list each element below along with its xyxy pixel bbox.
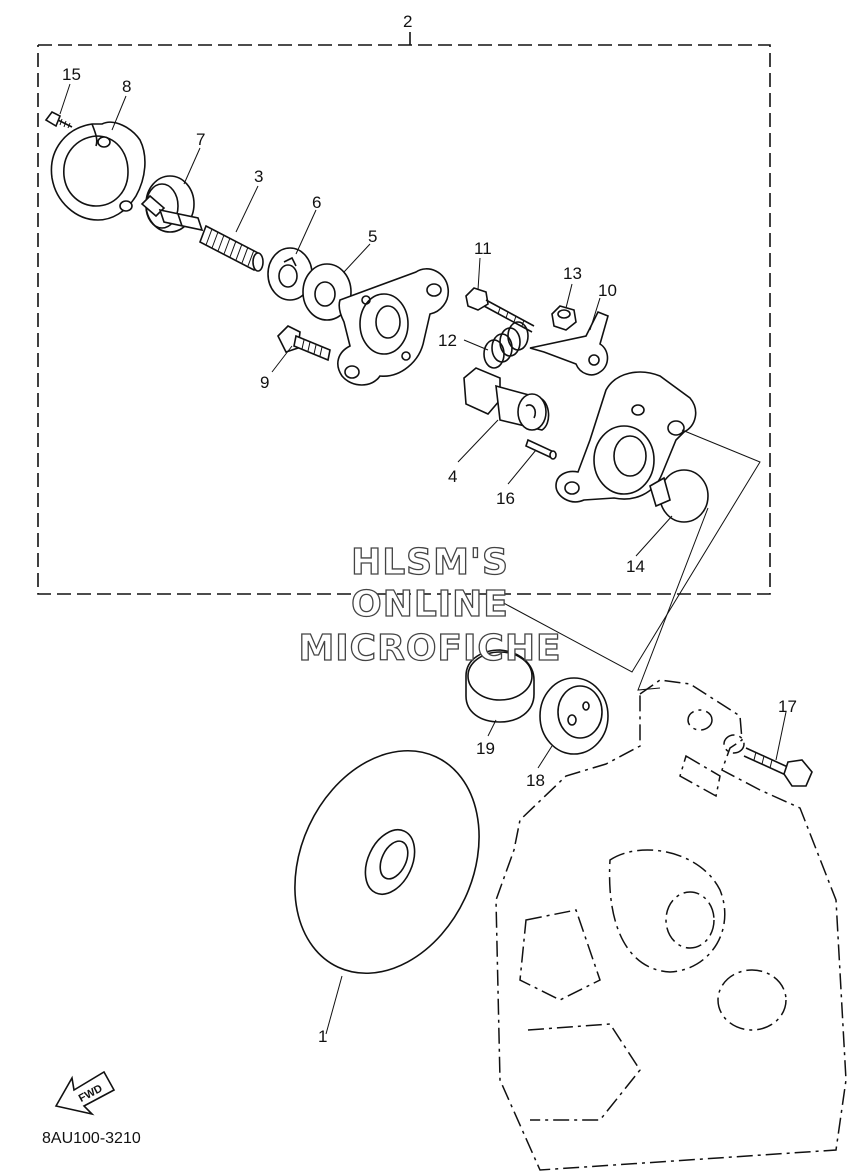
right-housing[interactable] [555,371,697,503]
part-15-screw[interactable] [44,110,73,129]
callout-4[interactable]: 4 [448,467,457,486]
part-4-cam-shaft[interactable] [463,367,550,431]
callout-3[interactable]: 3 [254,167,263,186]
callout-12[interactable]: 12 [438,331,457,350]
callout-6[interactable]: 6 [312,193,321,212]
part-10-lever[interactable] [529,310,609,376]
engine-case-outline [495,679,847,1171]
leader-lines [59,83,787,1035]
assembly-boundary [37,32,771,595]
watermark-line-1: HLSM'S [351,542,509,583]
callout-7[interactable]: 7 [196,130,205,149]
callout-10[interactable]: 10 [598,281,617,300]
callout-19[interactable]: 19 [476,739,495,758]
part-16-pin[interactable] [525,438,557,460]
part-13-collar[interactable] [551,305,577,331]
part-12-spring[interactable] [483,321,529,369]
callout-9[interactable]: 9 [260,373,269,392]
callout-2[interactable]: 2 [403,12,412,31]
callout-5[interactable]: 5 [368,227,377,246]
part-18-seal[interactable] [539,677,609,755]
part-19-cap[interactable] [465,649,535,723]
part-14-plug[interactable] [649,469,709,523]
part-callouts: 2 15 8 7 3 6 5 11 13 10 12 9 4 16 14 19 … [62,12,797,1046]
part-17-bolt[interactable] [743,747,813,787]
callout-8[interactable]: 8 [122,77,131,96]
fwd-arrow-icon: FWD [54,1070,116,1116]
part-3-threaded-stud[interactable] [199,224,264,272]
watermark-line-2: ONLINE [351,584,509,625]
callout-18[interactable]: 18 [526,771,545,790]
watermark: HLSM'S ONLINE MICROFICHE [298,541,561,669]
connector-lines [497,429,761,691]
drawing-code: 8AU100-3210 [42,1130,141,1147]
middle-housing[interactable] [337,268,450,386]
callout-11[interactable]: 11 [474,239,492,258]
callout-17[interactable]: 17 [778,697,797,716]
callout-1[interactable]: 1 [318,1027,327,1046]
part-8-cover[interactable] [50,121,146,221]
callout-14[interactable]: 14 [626,557,645,576]
watermark-line-3: MICROFICHE [298,628,561,669]
part-7-shaft[interactable] [140,175,204,233]
callout-16[interactable]: 16 [496,489,515,508]
part-11-bolt[interactable] [465,287,535,333]
part-9-bolt[interactable] [277,325,331,362]
callout-15[interactable]: 15 [62,65,81,84]
part-1-disc[interactable] [260,721,514,1004]
callout-13[interactable]: 13 [563,264,582,283]
